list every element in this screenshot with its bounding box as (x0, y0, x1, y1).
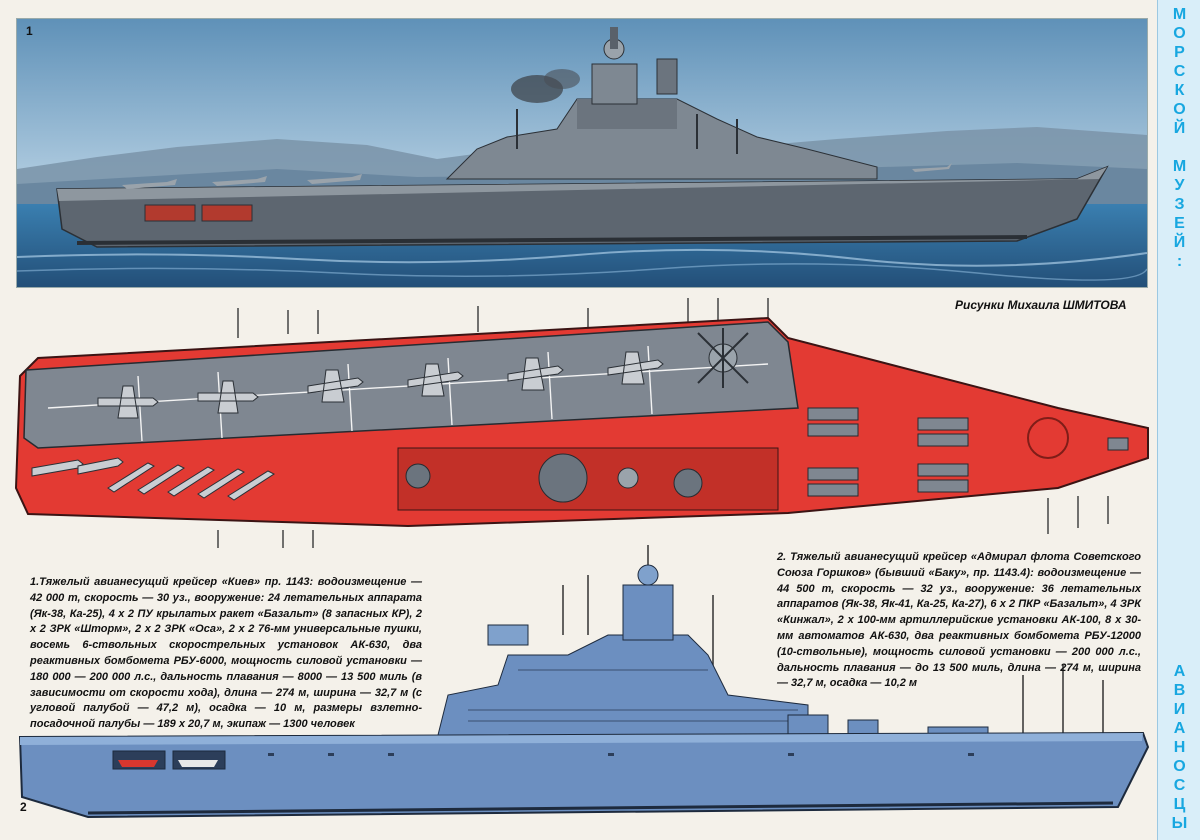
caption-gorshkov: 2. Тяжелый авианесущий крейсер «Адмирал … (777, 551, 1141, 690)
panel-number-1: 1 (26, 24, 33, 38)
profile-illustration (18, 545, 1150, 819)
panel-number-2: 2 (20, 800, 27, 814)
kiev-painting-illustration (17, 19, 1147, 287)
caption-kiev: 1.Тяжелый авианесущий крейсер «Киев» пр.… (30, 576, 422, 731)
kiev-painting (16, 18, 1148, 288)
sidebar-title: МОРСКОЙ МУЗЕЙ: АВИАНОСЦЫ (1158, 0, 1200, 840)
sidebar-banner: МОРСКОЙ МУЗЕЙ: АВИАНОСЦЫ (1157, 0, 1200, 840)
gorshkov-profile (8, 545, 1158, 835)
sidebar-title-top: МОРСКОЙ МУЗЕЙ: (1171, 6, 1188, 272)
gorshkov-deck-plan (8, 298, 1158, 560)
illustration-credit: Рисунки Михаила ШМИТОВА (955, 298, 1127, 312)
sidebar-title-bottom: АВИАНОСЦЫ (1171, 663, 1188, 834)
deck-plan-illustration (14, 298, 1149, 560)
